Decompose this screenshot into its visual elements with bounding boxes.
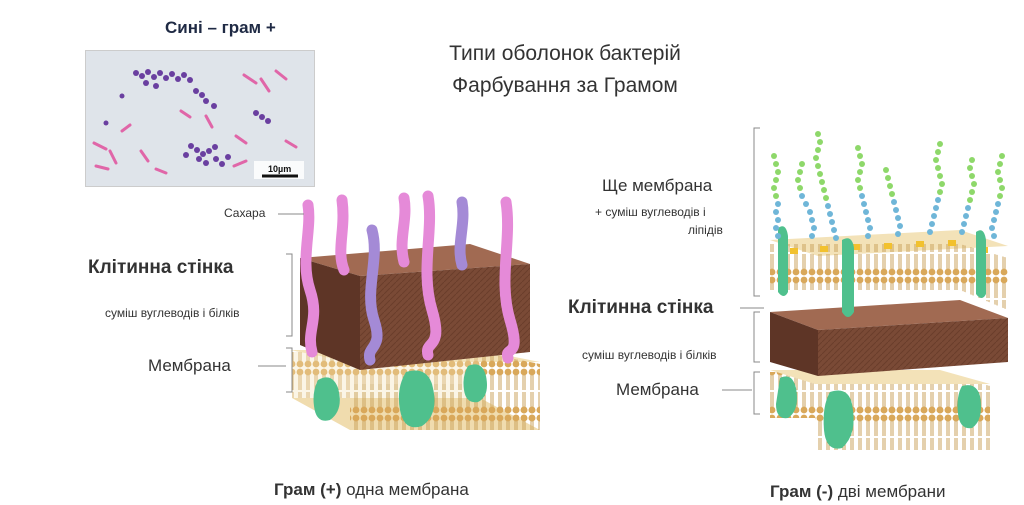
gn-protein-2 xyxy=(823,390,854,449)
gp-cell-wall-block xyxy=(300,244,530,370)
purple-cocci-clusters xyxy=(103,69,271,167)
gp-protein-1 xyxy=(313,377,340,421)
gram-positive-diagram xyxy=(258,190,540,430)
gram-negative-diagram xyxy=(722,127,1008,450)
gp-cell-wall-label: Клітинна стінка xyxy=(88,257,234,278)
gn-outer-desc-2: ліпідів xyxy=(688,223,723,237)
title-line-1: Типи оболонок бактерій xyxy=(449,42,681,65)
micrograph-title: Сині – грам + xyxy=(165,18,276,37)
gn-protein-3 xyxy=(957,385,981,429)
gp-sugar-strands xyxy=(300,190,520,366)
gp-cell-wall-desc: суміш вуглеводів і білків xyxy=(105,306,240,320)
title-line-2: Фарбування за Грамом xyxy=(452,74,678,97)
gn-porin-3 xyxy=(976,230,986,298)
pink-rods xyxy=(92,69,298,175)
gn-caption-rest: дві мембрани xyxy=(833,482,946,501)
gp-caption-rest: одна мембрана xyxy=(341,480,469,499)
gn-membrane-label: Мембрана xyxy=(616,380,699,399)
gp-sugars-label: Сахара xyxy=(224,206,266,220)
gn-caption: Грам (-) дві мембрани xyxy=(770,482,945,502)
gn-outer-membrane-block xyxy=(770,230,1008,310)
gn-cell-wall-block xyxy=(770,300,1008,376)
gn-porin-1 xyxy=(778,226,788,296)
gn-outer-membrane-label: Ще мембрана xyxy=(602,176,713,195)
gp-membrane-label: Мембрана xyxy=(148,356,231,375)
gn-lps-chains xyxy=(771,131,1005,241)
gp-caption-bold: Грам (+) xyxy=(274,480,342,499)
gp-protein-2 xyxy=(398,370,435,428)
gn-brackets xyxy=(722,127,764,415)
scale-label: 10µm xyxy=(268,164,291,174)
gn-cell-wall-desc: суміш вуглеводів і білків xyxy=(582,348,717,362)
page-title: Типи оболонок бактерій Фарбування за Гра… xyxy=(395,38,735,102)
gn-cell-wall-label: Клітинна стінка xyxy=(568,297,714,318)
gp-brackets xyxy=(258,213,304,393)
gn-protein-1 xyxy=(776,376,797,419)
gp-caption: Грам (+) одна мембрана xyxy=(274,480,469,500)
gn-outer-desc-1: + суміш вуглеводів і xyxy=(595,205,706,219)
micrograph-image: 10µm xyxy=(86,51,314,186)
gp-protein-3 xyxy=(463,364,487,403)
gn-caption-bold: Грам (-) xyxy=(770,482,834,501)
gn-porin-2 xyxy=(842,238,854,317)
gn-inner-membrane-block xyxy=(770,370,990,450)
gram-stain-micrograph: 10µm xyxy=(85,50,315,187)
